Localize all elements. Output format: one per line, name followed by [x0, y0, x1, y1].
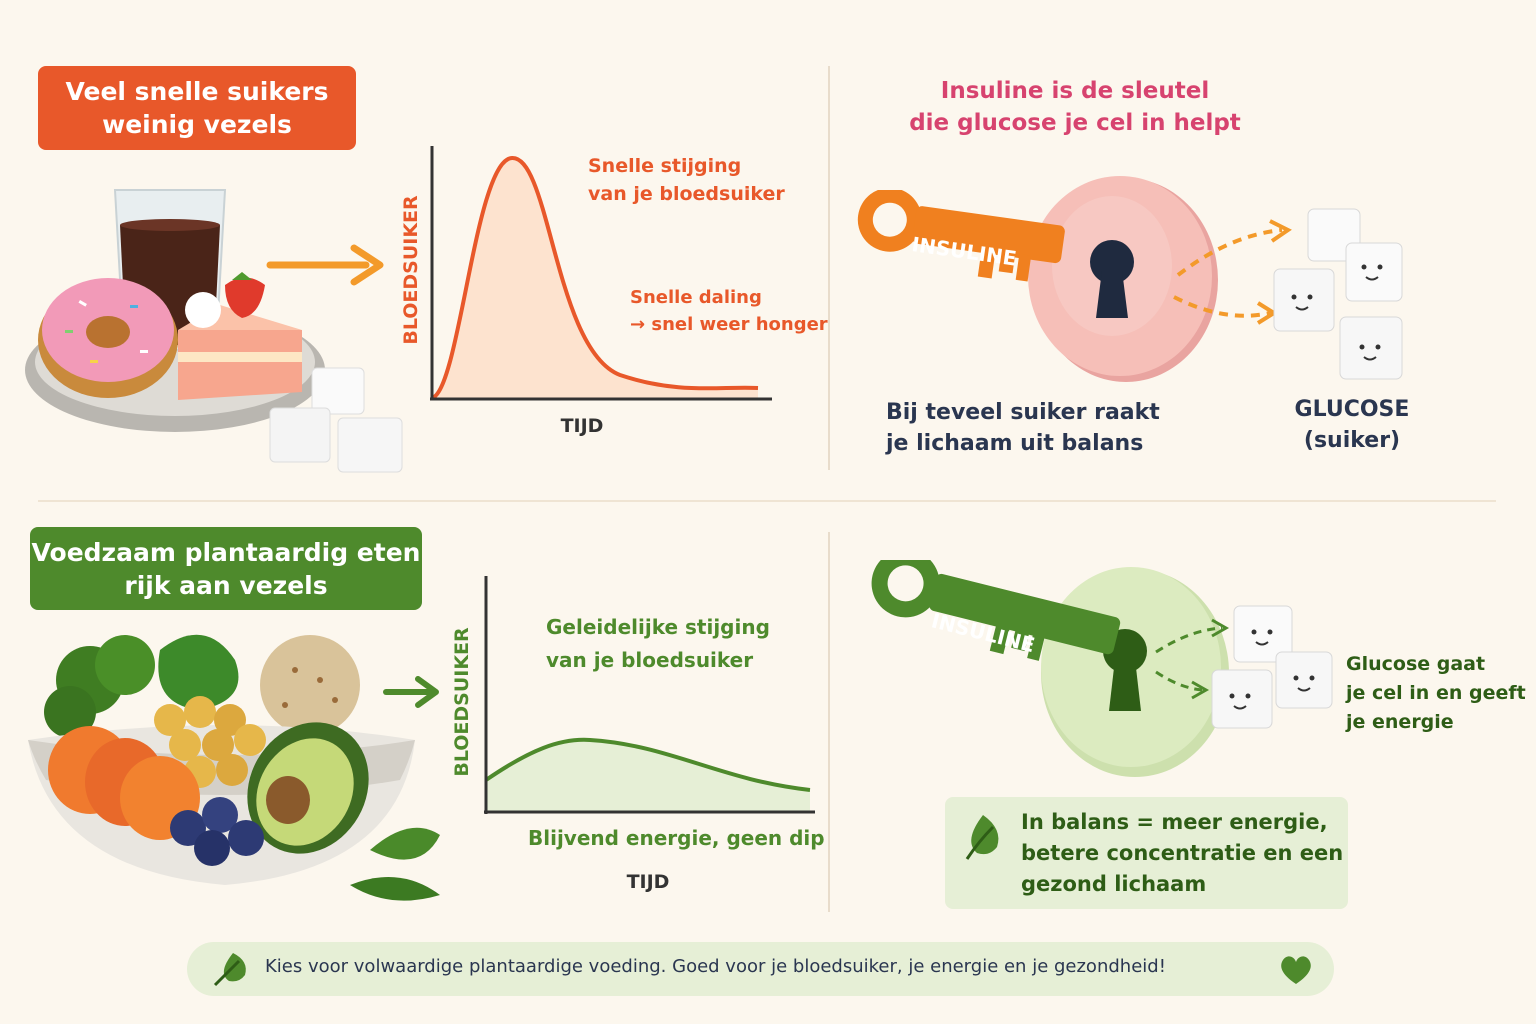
key-icon [857, 190, 1065, 282]
arrow-icon [383, 676, 439, 708]
fast-spike-chart: BLOEDSUIKER TIJD [400, 146, 772, 437]
balance-text: In balans = meer energie, betere concent… [1021, 807, 1343, 900]
steady-curve [484, 737, 811, 792]
fast-fall-line1: Snelle daling [630, 287, 762, 308]
fast-rise-annotation: Snelle stijging van je bloedsuiker [588, 152, 785, 208]
balance-line1: In balans = meer energie, [1021, 810, 1328, 834]
gradual-rise-line1: Geleidelijke stijging [546, 615, 770, 639]
leaf-icon [213, 953, 246, 987]
sugar-cube-icon [1273, 208, 1403, 380]
glucose-arrows [1155, 618, 1230, 700]
fast-rise-line1: Snelle stijging [588, 155, 742, 177]
glucose-energy-line2: je cel in en geeft [1346, 682, 1526, 704]
leaf-icon [350, 827, 440, 901]
divider-vertical-top [828, 66, 830, 470]
fast-fall-line2: → snel weer honger [630, 314, 828, 335]
fast-sugars-badge-line2: weinig vezels [102, 110, 292, 139]
fast-rise-line2: van je bloedsuiker [588, 183, 785, 205]
fast-spike-curve [430, 155, 759, 400]
glucose-label-line2: (suiker) [1303, 428, 1401, 453]
arrow-icon [266, 244, 384, 286]
glucose-label: GLUCOSE (suiker) [1272, 394, 1432, 456]
balance-line2: betere concentratie en een [1021, 841, 1344, 865]
y-axis-label: BLOEDSUIKER [400, 195, 422, 345]
fast-sugars-badge-line1: Veel snelle suikers [65, 77, 329, 106]
insulin-title-line2: die glucose je cel in helpt [909, 110, 1241, 136]
insulin-title-line1: Insuline is de sleutel [940, 78, 1210, 104]
keyhole-icon [1090, 240, 1134, 318]
x-axis-label: TIJD [561, 415, 604, 437]
sugar-cube-icon [1211, 605, 1333, 729]
cell-illustration [1028, 176, 1218, 382]
footer-text: Kies voor volwaardige plantaardige voedi… [265, 956, 1166, 977]
fast-sugars-badge: Veel snelle suikers weinig vezels [38, 66, 356, 150]
fast-fall-annotation: Snelle daling → snel weer honger [630, 284, 828, 338]
steady-energy-text: Blijvend energie, geen dip [528, 826, 825, 850]
divider-horizontal [38, 500, 1496, 502]
imbalance-note: Bij teveel suiker raakt je lichaam uit b… [886, 397, 1160, 459]
steady-curve-chart: BLOEDSUIKER TIJD [451, 576, 815, 893]
gradual-rise-annotation: Geleidelijke stijging van je bloedsuiker [546, 611, 770, 677]
plant-bowl-illustration [28, 634, 440, 901]
imbalance-note-line1: Bij teveel suiker raakt [886, 400, 1160, 425]
plant-food-badge-line2: rijk aan vezels [124, 570, 328, 600]
gradual-rise-line2: van je bloedsuiker [546, 648, 754, 672]
junk-food-illustration [25, 189, 403, 473]
plant-food-badge: Voedzaam plantaardig eten rijk aan vezel… [30, 527, 422, 610]
glucose-energy-line3: je energie [1346, 711, 1454, 733]
y-axis-label: BLOEDSUIKER [451, 627, 473, 777]
divider-vertical-bottom [828, 532, 830, 912]
leaf-icon [965, 815, 999, 860]
sugar-cube-icon [269, 367, 403, 473]
x-axis-label: TIJD [627, 871, 670, 893]
plant-food-badge-line1: Voedzaam plantaardig eten [31, 537, 421, 567]
glucose-energy-text: Glucose gaat je cel in en geeft je energ… [1346, 650, 1526, 737]
imbalance-note-line2: je lichaam uit balans [886, 431, 1144, 456]
heart-icon [1281, 956, 1311, 984]
balance-line3: gezond lichaam [1021, 872, 1207, 896]
glucose-energy-line1: Glucose gaat [1346, 653, 1486, 675]
footer-banner: Kies voor volwaardige plantaardige voedi… [187, 942, 1334, 996]
insulin-title: Insuline is de sleutel die glucose je ce… [900, 75, 1250, 139]
balance-box: In balans = meer energie, betere concent… [945, 797, 1348, 909]
key-icon [871, 560, 1121, 661]
glucose-label-line1: GLUCOSE [1294, 397, 1410, 422]
